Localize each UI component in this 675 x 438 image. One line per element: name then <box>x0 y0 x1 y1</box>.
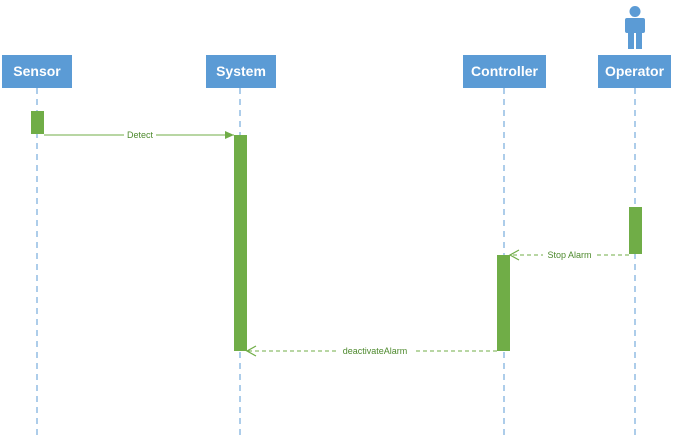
activation-sensor <box>31 111 44 134</box>
activation-controller <box>497 255 510 351</box>
message-label-deactivate-alarm: deactivateAlarm <box>343 346 408 356</box>
message-label-detect: Detect <box>127 130 154 140</box>
message-label-stop-alarm: Stop Alarm <box>547 250 591 260</box>
message-detect: Detect <box>44 129 234 140</box>
participant-operator[interactable]: Operator <box>598 55 671 88</box>
participant-label: Operator <box>605 63 665 79</box>
activation-system <box>234 135 247 351</box>
participant-controller[interactable]: Controller <box>463 55 546 88</box>
participant-box <box>463 55 546 88</box>
activation-operator <box>629 207 642 254</box>
participant-box <box>2 55 72 88</box>
message-stop-alarm: Stop Alarm <box>508 249 629 261</box>
participant-label: Controller <box>471 63 538 79</box>
participant-label: Sensor <box>13 63 61 79</box>
participant-label: System <box>216 63 266 79</box>
participant-system[interactable]: System <box>206 55 276 88</box>
participant-box <box>598 55 671 88</box>
participant-box <box>206 55 276 88</box>
participant-sensor[interactable]: Sensor <box>2 55 72 88</box>
operator-actor-icon <box>625 6 645 49</box>
message-deactivate-alarm: deactivateAlarm <box>245 345 497 357</box>
